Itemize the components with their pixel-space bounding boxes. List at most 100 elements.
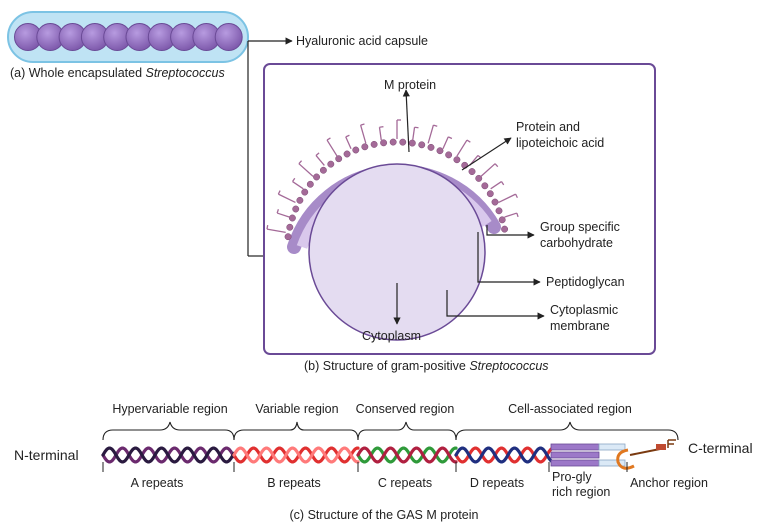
fiber-tip (292, 177, 296, 182)
fiber-tip (494, 163, 499, 168)
wall-bead (352, 146, 360, 154)
wall-bead (327, 160, 335, 168)
wall-bead (306, 180, 314, 188)
m-protein-fiber (498, 193, 516, 204)
wall-bead (481, 182, 489, 190)
peptidoglycan-arrow (477, 232, 541, 286)
group-carb-label-2: carbohydrate (540, 236, 613, 250)
progly-region (550, 443, 626, 467)
wall-bead (475, 174, 483, 182)
wall-bead (301, 188, 309, 196)
helix-c-repeats-strand (356, 446, 458, 464)
wall-bead (427, 143, 435, 151)
helix-d-repeats-strand (454, 446, 553, 464)
panel-b-frame (263, 63, 656, 355)
m-protein-fiber (412, 127, 416, 141)
wall-bead (380, 139, 388, 147)
streptococcus-chain (7, 11, 249, 63)
region-variable: Variable region (255, 402, 339, 416)
c-repeats-label: C repeats (377, 476, 433, 490)
cell-envelope (266, 119, 519, 341)
wall-bead (501, 225, 509, 233)
fiber-tip (447, 136, 453, 140)
wall-bead (486, 190, 494, 198)
panel-c-caption: (c) Structure of the GAS M protein (289, 508, 479, 522)
protein-lta-arrow (461, 137, 512, 171)
helix-c-repeats-strand (356, 446, 458, 464)
panel-b-caption-italic: Streptococcus (469, 359, 549, 373)
fiber-tip (345, 134, 350, 138)
panel-a-caption: (a) Whole encapsulated Streptococcus (10, 66, 225, 81)
m-protein-fiber (315, 155, 325, 166)
wall-bead (292, 205, 300, 213)
progly-label-1: Pro-gly (552, 470, 592, 484)
m-protein-fiber (266, 228, 286, 234)
brace-conserved (357, 421, 457, 441)
group-carb-label-1: Group specific (540, 220, 620, 234)
wall-bead (498, 216, 506, 224)
wall-bead (288, 214, 296, 222)
m-protein-arrow (402, 89, 410, 153)
fiber-tip (360, 123, 365, 126)
wall-bead (408, 139, 416, 147)
wall-bead (286, 223, 294, 231)
fiber-tip (466, 139, 471, 143)
wall-bead (453, 156, 461, 164)
m-protein-fiber (298, 163, 314, 177)
anchor-region-label: Anchor region (630, 476, 708, 490)
a-repeats-label: A repeats (130, 476, 184, 490)
m-protein-fiber (292, 181, 304, 190)
panel-a-caption-italic: Streptococcus (145, 66, 225, 80)
coccus-cell (214, 23, 243, 51)
m-protein-fiber (442, 136, 449, 150)
c-terminal-label: C-terminal (688, 440, 753, 456)
fiber-tip (315, 152, 320, 156)
m-protein-fiber (326, 139, 338, 157)
wall-bead (370, 140, 378, 148)
m-protein-fiber (427, 124, 435, 144)
wall-bead (399, 138, 407, 146)
helix-segments (101, 446, 553, 464)
wall-bead (319, 166, 327, 174)
helix-b-repeats-strand (232, 446, 360, 464)
m-protein-fiber (490, 181, 502, 190)
wall-bead (296, 196, 304, 204)
cyto-membrane-label-2: membrane (550, 319, 610, 333)
peptidoglycan-beads (284, 138, 509, 241)
brace-hypervariable (102, 421, 235, 441)
m-protein-fiber (278, 193, 296, 204)
cyto-membrane-label-1: Cytoplasmic (550, 303, 619, 317)
m-protein-fibers (266, 119, 519, 234)
panel-a-caption-text: (a) Whole encapsulated (10, 66, 146, 80)
wall-bead (436, 147, 444, 155)
wall-bead (343, 150, 351, 158)
wall-bead (491, 198, 499, 206)
m-protein-structure (101, 421, 679, 472)
m-protein-label: M protein (384, 78, 437, 92)
membrane-arrow (446, 290, 545, 320)
m-protein-fiber (359, 124, 367, 144)
wall-bead (284, 233, 292, 241)
repeat-dividers (102, 462, 628, 472)
panel-b-caption: (b) Structure of gram-positive Streptoco… (304, 359, 549, 374)
m-protein-fiber (456, 139, 468, 157)
fiber-tip (298, 160, 303, 165)
m-protein-fiber (345, 136, 352, 150)
fiber-tip (500, 181, 505, 186)
cytoplasm-label: Cytoplasm (362, 329, 422, 343)
brace-cell-associated (455, 421, 679, 441)
fiber-tip (414, 126, 419, 129)
d-repeats-label: D repeats (469, 476, 525, 490)
fiber-tip (515, 193, 518, 199)
progly-label-2: rich region (552, 485, 611, 499)
wall-bead (495, 207, 503, 215)
wall-bead (389, 138, 397, 146)
region-hypervariable: Hypervariable region (112, 402, 228, 416)
helix-d-repeats-strand (454, 446, 553, 464)
wall-bead (361, 143, 369, 151)
peptidoglycan-label: Peptidoglycan (546, 275, 625, 289)
fiber-tip (516, 212, 519, 218)
fiber-tip (379, 126, 384, 128)
m-protein-fiber (504, 212, 518, 218)
